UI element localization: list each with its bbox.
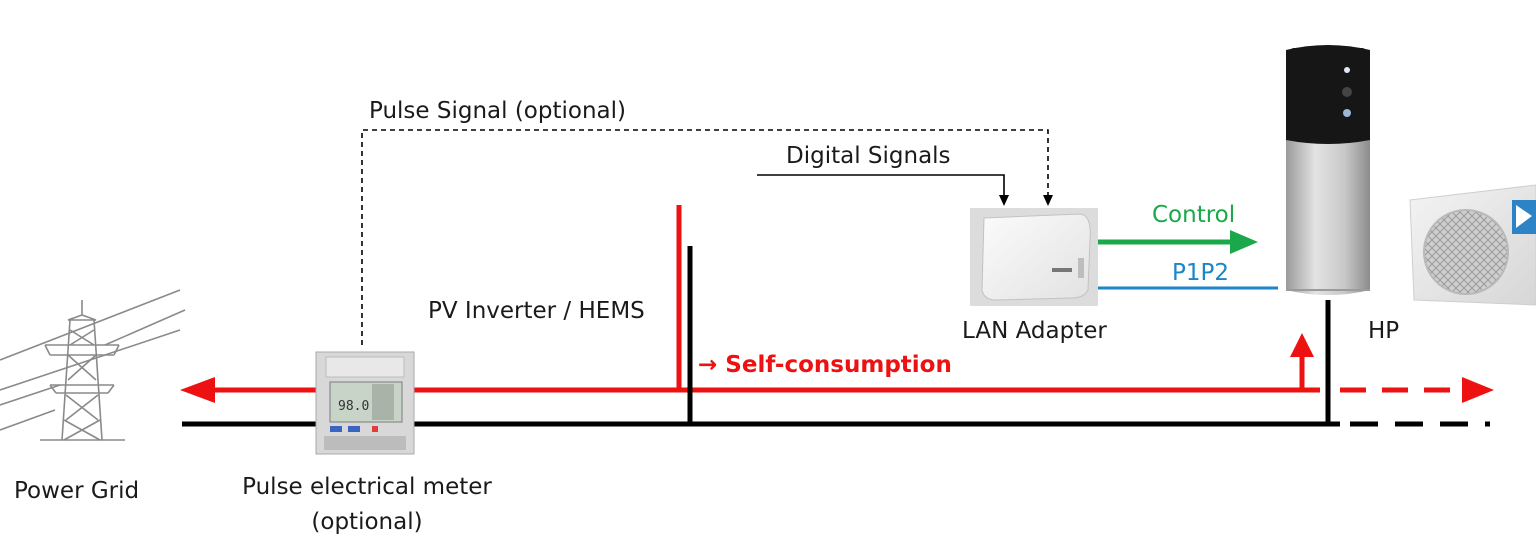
digital-signals-line bbox=[757, 174, 1009, 206]
control-arrow bbox=[1098, 230, 1258, 254]
heat-pump-indoor-unit-icon bbox=[1286, 45, 1370, 295]
power-grid-label: Power Grid bbox=[14, 478, 140, 504]
power-grid-tower-icon bbox=[0, 289, 186, 441]
pulse-signal-line bbox=[361, 129, 1053, 345]
meter-label-line1: Pulse electrical meter bbox=[242, 474, 492, 500]
pulse-signal-label: Pulse Signal (optional) bbox=[369, 98, 626, 124]
hp-label: HP bbox=[1368, 318, 1400, 344]
lan-adapter-label: LAN Adapter bbox=[962, 318, 1107, 344]
self-consumption-label: → Self-consumption bbox=[698, 352, 952, 378]
digital-signals-label: Digital Signals bbox=[786, 143, 951, 169]
p1p2-label: P1P2 bbox=[1172, 260, 1230, 286]
control-label: Control bbox=[1152, 202, 1236, 228]
meter-label-line2: (optional) bbox=[311, 509, 423, 535]
lan-adapter-icon bbox=[970, 208, 1098, 306]
pulse-electrical-meter-icon: 98.0 bbox=[315, 351, 415, 455]
meter-display: 98.0 bbox=[338, 399, 369, 414]
heat-pump-outdoor-unit-icon bbox=[1409, 184, 1536, 306]
pv-inverter-label: PV Inverter / HEMS bbox=[428, 298, 645, 324]
